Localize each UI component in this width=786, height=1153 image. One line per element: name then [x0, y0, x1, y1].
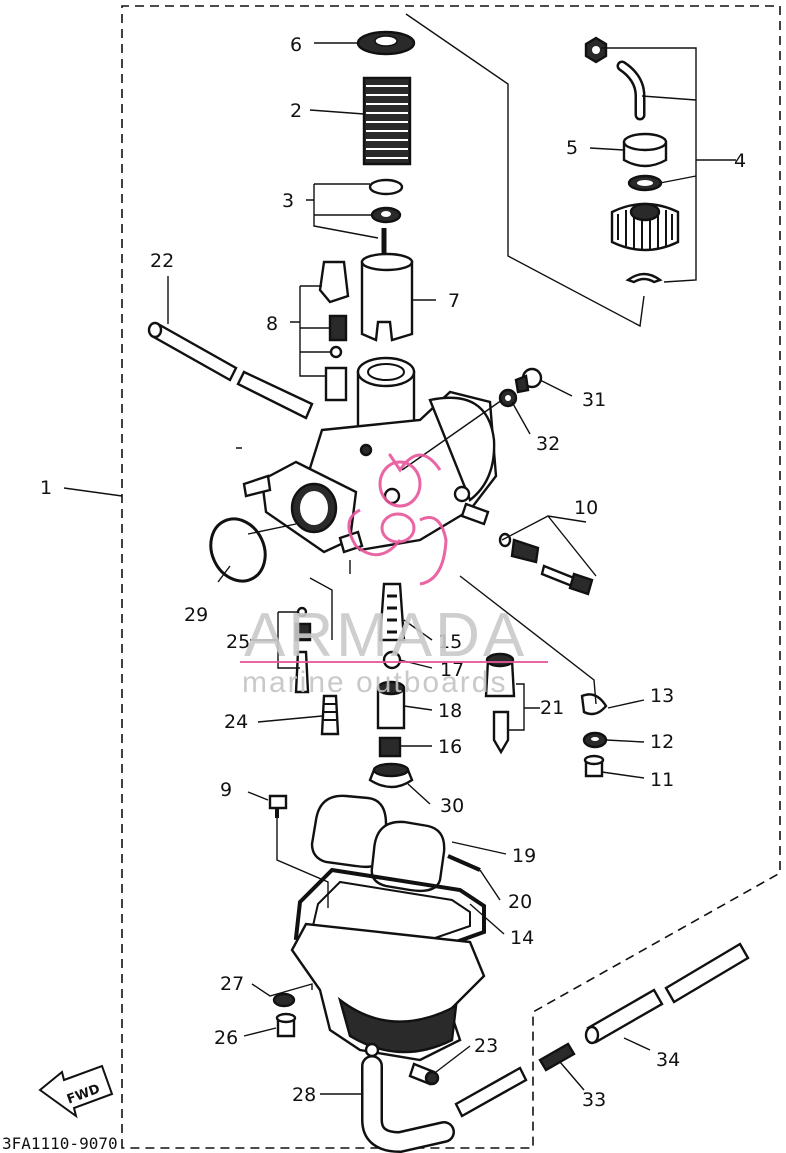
- armada-watermark: ARMADA marine outboards: [240, 453, 548, 699]
- part-10-throttle-stop-screw: [498, 532, 594, 596]
- part-16-main-jet: [378, 736, 402, 758]
- label-6: 6: [290, 34, 302, 56]
- label-14: 14: [510, 927, 534, 949]
- label-24: 24: [224, 711, 248, 733]
- part-12-washer: [582, 731, 608, 749]
- part-1-carburetor-body: [242, 356, 498, 554]
- part-6-washer: [356, 30, 416, 56]
- watermark-tagline: marine outboards: [242, 666, 507, 699]
- part-29-o-ring: [209, 517, 267, 583]
- label-23: 23: [474, 1035, 498, 1057]
- label-13: 13: [650, 685, 674, 707]
- label-11: 11: [650, 769, 674, 791]
- part-13-clip: [580, 693, 608, 716]
- label-18: 18: [438, 700, 462, 722]
- label-4: 4: [734, 150, 746, 172]
- part-27-washer: [272, 992, 296, 1008]
- label-15: 15: [438, 631, 462, 653]
- part-21-needle-valve: [484, 652, 516, 755]
- label-16: 16: [438, 736, 462, 758]
- label-29: 29: [184, 604, 208, 626]
- part-4-cap-assembly: [584, 36, 680, 284]
- diagram-code: 3FA1110-9070: [2, 1134, 118, 1153]
- part-30-baffle: [368, 762, 414, 789]
- label-25: 25: [226, 631, 250, 653]
- part-labels: 6 2 3 5 4 22 8 7 31 32 1 10 29 25 15 17 …: [40, 34, 746, 1111]
- label-8: 8: [266, 313, 278, 335]
- part-22-vent-pipe: [147, 321, 314, 420]
- watermark-brand: ARMADA: [244, 601, 527, 670]
- label-17: 17: [440, 659, 464, 681]
- part-24-starter-jet: [320, 694, 340, 736]
- label-7: 7: [448, 290, 460, 312]
- label-31: 31: [582, 389, 606, 411]
- part-20-float-pin: [447, 854, 481, 872]
- leader-lines: [63, 13, 736, 1095]
- label-32: 32: [536, 433, 560, 455]
- float-chamber: [290, 922, 486, 1062]
- part-8-pilot-screw-set: [318, 260, 350, 402]
- part-34-fuel-hose: [584, 942, 750, 1045]
- label-22: 22: [150, 250, 174, 272]
- label-33: 33: [582, 1089, 606, 1111]
- label-2: 2: [290, 100, 302, 122]
- part-9-float-pin-screw: [268, 794, 288, 818]
- label-21: 21: [540, 697, 564, 719]
- label-34: 34: [656, 1049, 680, 1071]
- label-9: 9: [220, 779, 232, 801]
- part-2-spring: [362, 76, 412, 166]
- label-27: 27: [220, 973, 244, 995]
- part-19-float: [310, 794, 446, 893]
- forward-arrow-icon: FWD: [38, 1064, 114, 1119]
- watermark-logo-icon: [347, 453, 448, 586]
- part-15-needle-jet: [378, 582, 406, 642]
- part-5-cap-cover: [622, 132, 668, 168]
- label-26: 26: [214, 1027, 238, 1049]
- label-20: 20: [508, 891, 532, 913]
- part-31-screw: [514, 367, 543, 394]
- part-26-drain-screw: [275, 1012, 297, 1038]
- label-19: 19: [512, 845, 536, 867]
- label-1: 1: [40, 477, 52, 499]
- label-30: 30: [440, 795, 464, 817]
- assembly-boundary: [121, 5, 781, 1149]
- label-12: 12: [650, 731, 674, 753]
- part-3-clip-washer: [368, 178, 404, 224]
- part-7-throttle-valve: [360, 252, 414, 342]
- part-33-hose-fitting: [538, 1042, 576, 1072]
- label-10: 10: [574, 497, 598, 519]
- part-18-main-nozzle: [376, 680, 406, 730]
- label-5: 5: [566, 137, 578, 159]
- label-28: 28: [292, 1084, 316, 1106]
- part-28-drain-hose: [361, 1055, 528, 1153]
- part-11-screw: [583, 754, 605, 778]
- label-3: 3: [282, 190, 294, 212]
- part-23-drain-plug: [408, 1062, 440, 1086]
